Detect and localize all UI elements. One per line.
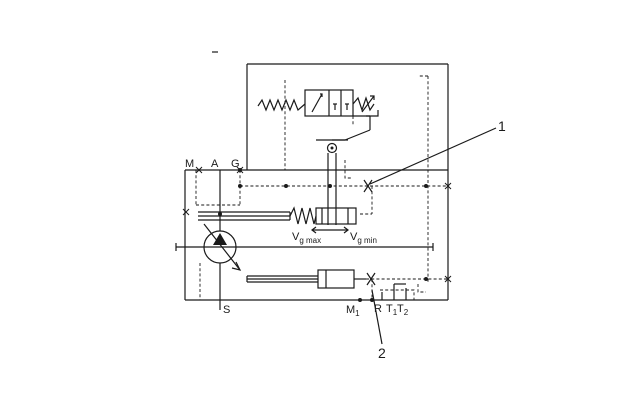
port-label-g: G — [231, 158, 240, 170]
callout-1-number: 1 — [498, 118, 506, 134]
return-cylinder — [246, 269, 366, 289]
port-label-r: R — [374, 303, 382, 315]
port-label-t1: T1 — [386, 303, 398, 317]
drive-shaft — [175, 243, 434, 251]
label-vg-min: Vg min — [350, 231, 377, 245]
orifice-markers — [182, 166, 452, 286]
control-housing-dashed — [284, 75, 429, 284]
valve-linkage — [316, 115, 371, 225]
label-vg-max: Vg max — [292, 231, 321, 245]
port-label-m: M — [185, 158, 194, 170]
callout-2-number: 2 — [378, 345, 386, 361]
housing-frame — [184, 63, 449, 301]
callout-1-leader — [369, 127, 497, 185]
pilot-line-lower — [366, 278, 448, 300]
stroking-cylinder — [198, 206, 357, 234]
port-label-t2: T2 — [397, 303, 409, 317]
port-label-m1: M1 — [346, 304, 360, 318]
port-label-s: S — [223, 304, 230, 316]
port-label-a: A — [211, 158, 219, 170]
control-valve — [257, 89, 379, 117]
variable-pump — [199, 170, 242, 310]
pilot-line-upper — [195, 170, 448, 215]
callout-2-leader — [371, 289, 383, 345]
drain-ports — [381, 283, 407, 300]
